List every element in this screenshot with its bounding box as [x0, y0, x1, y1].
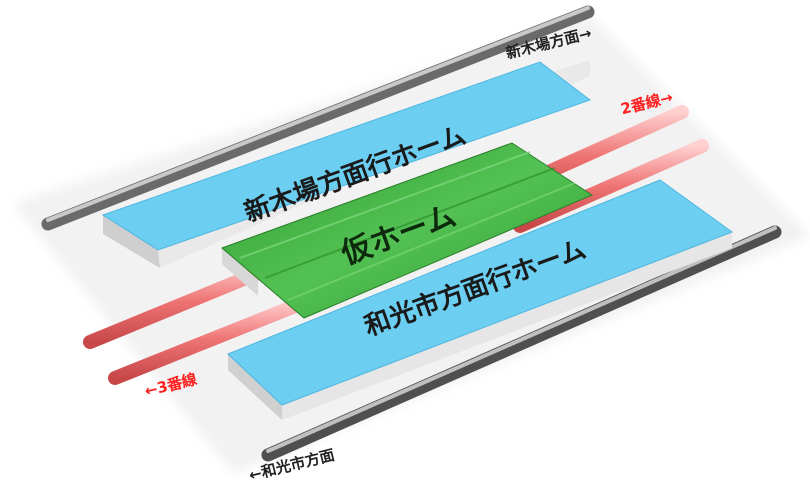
- platform-upper: [101, 60, 592, 268]
- platform-lower: [227, 179, 734, 420]
- rail-bottom: [261, 225, 782, 462]
- platform-temporary: [221, 142, 594, 319]
- rail-top: [41, 5, 595, 231]
